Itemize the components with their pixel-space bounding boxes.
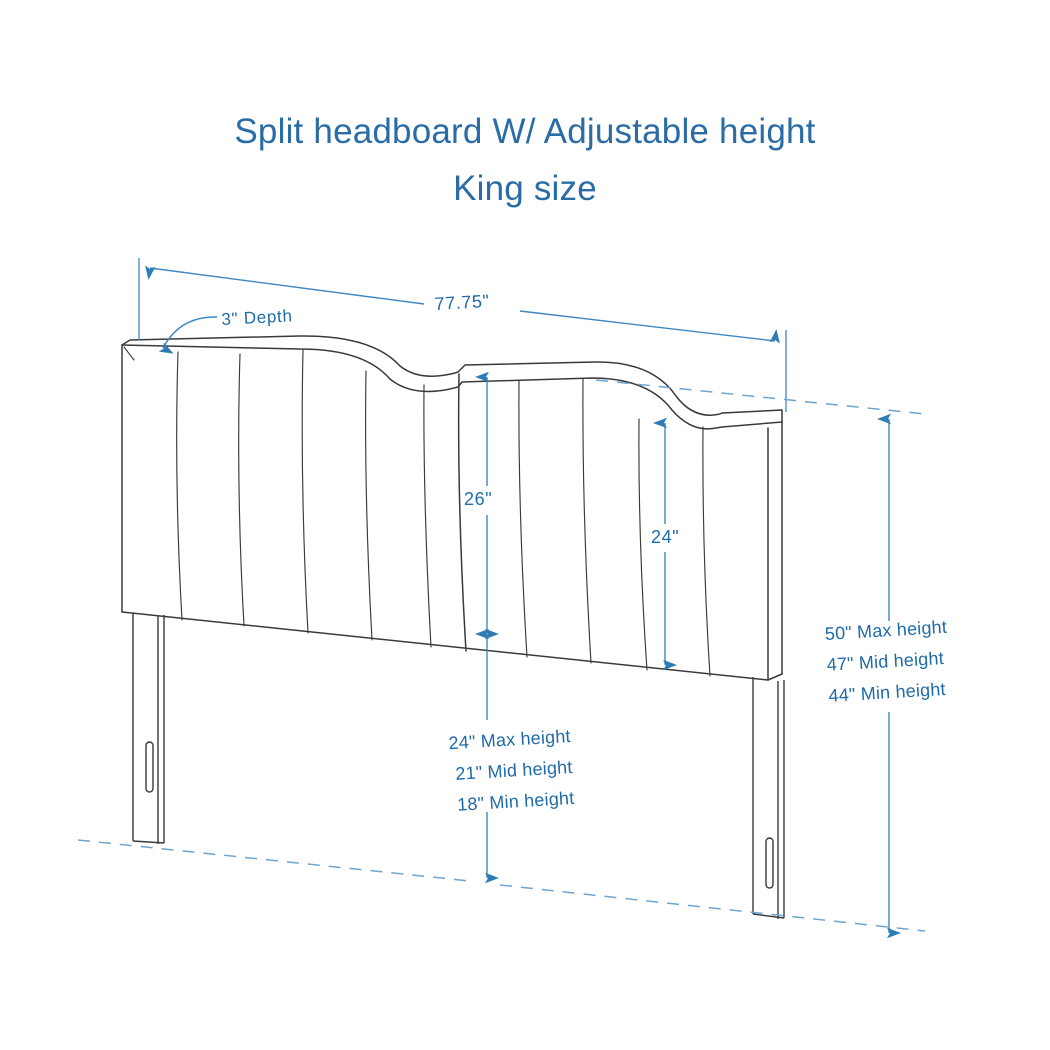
headboard-corner-crease — [123, 346, 135, 361]
tuft-seam — [423, 384, 432, 648]
projection-lines — [77, 379, 926, 932]
right-leg — [752, 677, 785, 919]
right-leg-adjustment-slot — [765, 837, 774, 889]
label-group-total-heights: 50" Max height 47" Mid height 44" Min he… — [824, 612, 952, 712]
tuft-seam — [176, 351, 183, 621]
dimension-arrow-right — [519, 310, 780, 344]
tuft-seam — [702, 426, 711, 677]
tuft-seam — [365, 370, 373, 641]
label-group-leg-heights: 24" Max height 21" Mid height 18" Min he… — [418, 721, 575, 823]
headboard-front-top-edge — [121, 344, 783, 430]
dashed-floor-left — [77, 839, 471, 882]
dimension-depth-leader — [158, 316, 218, 354]
tufting-seams-left — [176, 349, 432, 648]
left-leg — [132, 613, 165, 844]
headboard-outline — [121, 335, 783, 681]
headboard-bottom-edge — [121, 611, 769, 681]
tuft-seam — [518, 380, 528, 658]
tuft-seam — [582, 378, 592, 664]
dashed-top-projection — [595, 379, 926, 415]
tuft-seam — [301, 349, 309, 634]
tuft-seam — [638, 418, 648, 671]
tufting-seams-right — [638, 418, 711, 677]
headboard-top-back-edge — [121, 335, 783, 423]
dimension-arrow-left — [145, 265, 425, 305]
headboard-center-split-seam — [457, 373, 467, 652]
headboard-right-bottom-bevel — [767, 673, 783, 681]
tufting-seams-middle — [518, 378, 592, 664]
dashed-floor-right — [499, 884, 926, 932]
adjustable-legs — [132, 613, 785, 919]
tuft-seam — [238, 353, 245, 627]
dimension-width — [138, 258, 787, 412]
depth-leader-curve — [158, 316, 218, 354]
left-leg-adjustment-slot — [145, 741, 154, 793]
